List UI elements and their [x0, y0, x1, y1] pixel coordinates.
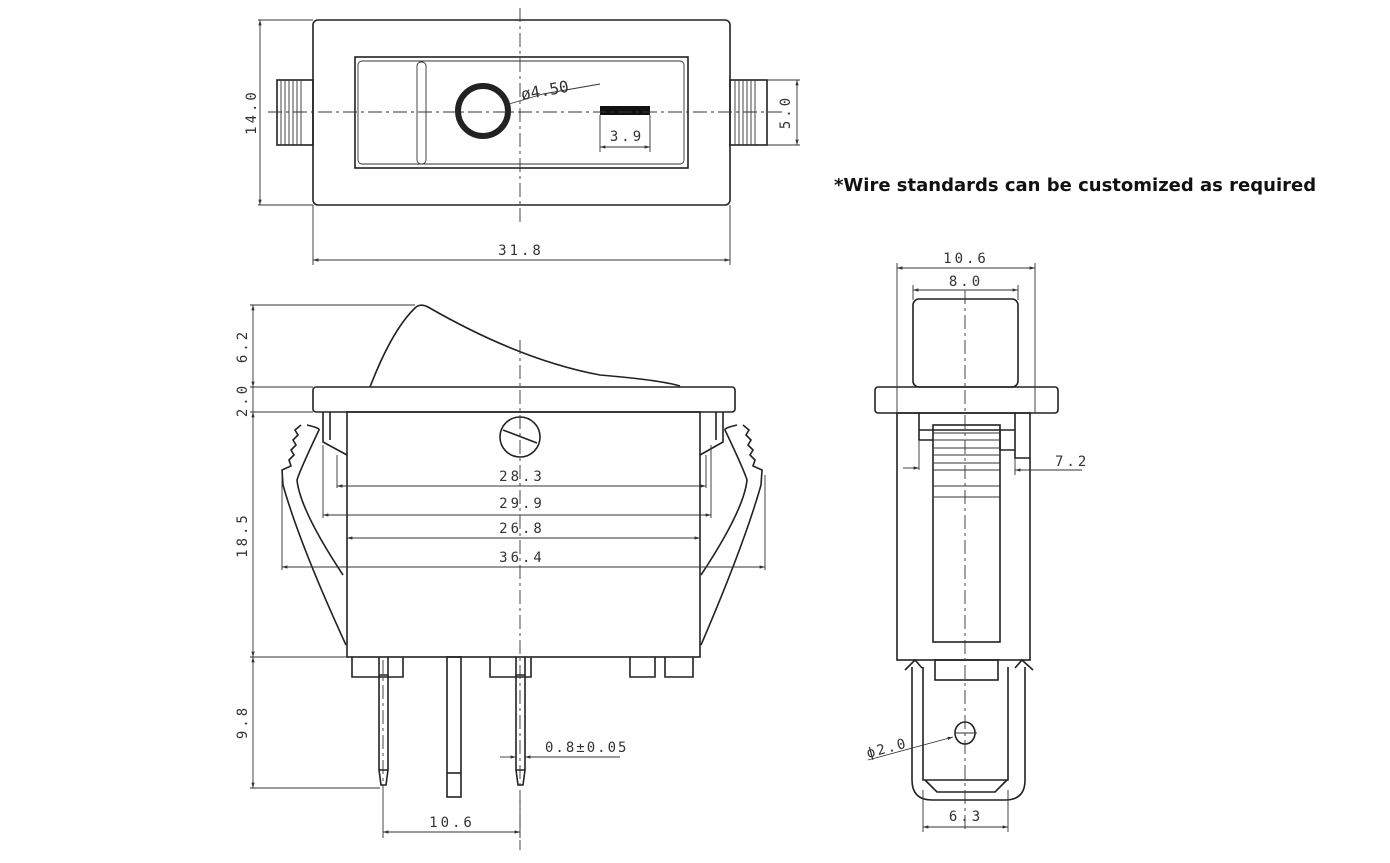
dim-2-0: 2.0 [235, 383, 251, 417]
dim-pin-width: 0.8±0.05 [545, 740, 628, 756]
dim-bar: 3.9 [610, 129, 644, 145]
dim-rocker-width: 8.0 [949, 274, 983, 290]
wire-standards-note: *Wire standards can be customized as req… [834, 175, 1317, 196]
front-view: 28.3 29.9 26.8 36.4 6.2 2.0 18.5 9.8 10.… [235, 304, 766, 850]
dim-6-2: 6.2 [235, 329, 251, 363]
side-flange [874, 386, 1059, 414]
left-clip [281, 424, 347, 646]
dim-terminal-width: 6.3 [949, 809, 983, 825]
flange [312, 386, 736, 413]
dim-width: 31.8 [498, 243, 544, 259]
indicator-bar [600, 106, 650, 115]
pin-middle [446, 656, 462, 798]
dim-height: 14.0 [244, 89, 260, 135]
dim-pin-pitch: 10.6 [429, 815, 475, 831]
dim-hole: ϕ2.0 [865, 736, 909, 762]
pin-right [515, 657, 526, 786]
lamp-ring [455, 83, 511, 139]
dim-tab: 5.0 [778, 95, 794, 129]
side-terminal [904, 658, 1034, 801]
dim-26-8: 26.8 [499, 521, 545, 537]
dim-18-5: 18.5 [235, 512, 251, 558]
housing [346, 411, 701, 658]
dim-lamp: ø4.50 [519, 77, 570, 104]
dim-36-4: 36.4 [499, 550, 545, 566]
left-tab [276, 79, 314, 146]
right-clip [700, 424, 763, 646]
dim-28-3: 28.3 [499, 469, 545, 485]
pin-left [378, 657, 389, 786]
dim-9-8: 9.8 [235, 705, 251, 739]
side-view: 10.6 8.0 7.2 6.3 ϕ2.0 [865, 251, 1089, 832]
side-rocker [912, 298, 1019, 388]
dim-side-width: 10.6 [943, 251, 989, 267]
dim-clip: 7.2 [1055, 454, 1089, 470]
dim-29-9: 29.9 [499, 496, 545, 512]
rocker [369, 304, 681, 388]
right-tab [729, 79, 768, 146]
top-view: 14.0 31.8 5.0 3.9 ø4.50 [244, 8, 800, 265]
